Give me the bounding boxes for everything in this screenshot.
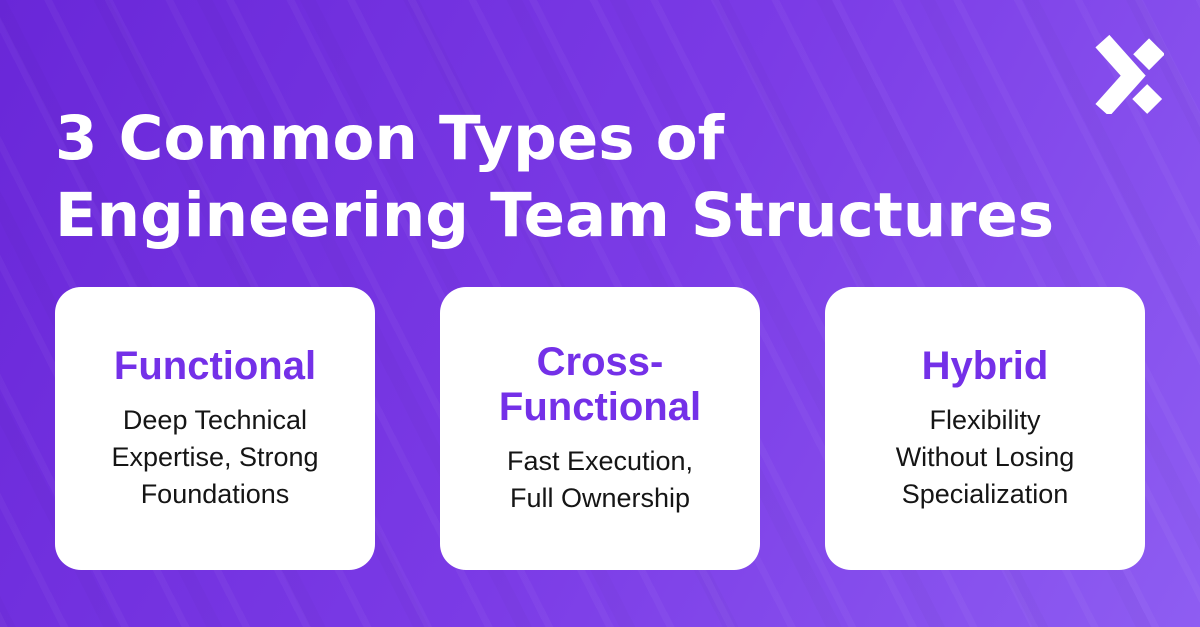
page-title-line-1: 3 Common Types of <box>55 102 725 174</box>
description-line: Deep Technical <box>122 404 308 435</box>
description-line: Without Losing <box>895 441 1075 472</box>
description-line: Flexibility <box>929 404 1041 435</box>
card-functional-heading: Functional <box>114 344 316 389</box>
description-line: Foundations <box>140 479 290 510</box>
description-line: Specialization <box>901 479 1069 510</box>
page-title: 3 Common Types of Engineering Team Struc… <box>55 101 1054 255</box>
card-hybrid-heading-line: Hybrid <box>921 343 1049 388</box>
description-line: Expertise, Strong <box>111 441 319 472</box>
card-cross-functional: Cross- Functional Fast Execution, Full O… <box>440 287 760 570</box>
card-cross-functional-heading-line: Cross- <box>536 339 664 384</box>
card-cross-functional-heading-line: Functional <box>498 384 702 429</box>
card-hybrid-description: Flexibility Without Losing Specializatio… <box>896 402 1075 514</box>
page-title-line-2: Engineering Team Structures <box>55 179 1055 251</box>
card-row: Functional Deep Technical Expertise, Str… <box>55 287 1145 570</box>
card-functional-heading-line: Functional <box>113 343 317 388</box>
card-cross-functional-description: Fast Execution, Full Ownership <box>507 443 693 518</box>
card-cross-functional-heading: Cross- Functional <box>499 340 701 430</box>
card-functional: Functional Deep Technical Expertise, Str… <box>55 287 375 570</box>
description-line: Full Ownership <box>509 483 691 514</box>
card-hybrid: Hybrid Flexibility Without Losing Specia… <box>825 287 1145 570</box>
description-line: Fast Execution, <box>506 445 694 476</box>
x-cross-logo-icon <box>1095 34 1164 114</box>
card-functional-description: Deep Technical Expertise, Strong Foundat… <box>111 402 318 514</box>
card-hybrid-heading: Hybrid <box>922 344 1049 389</box>
